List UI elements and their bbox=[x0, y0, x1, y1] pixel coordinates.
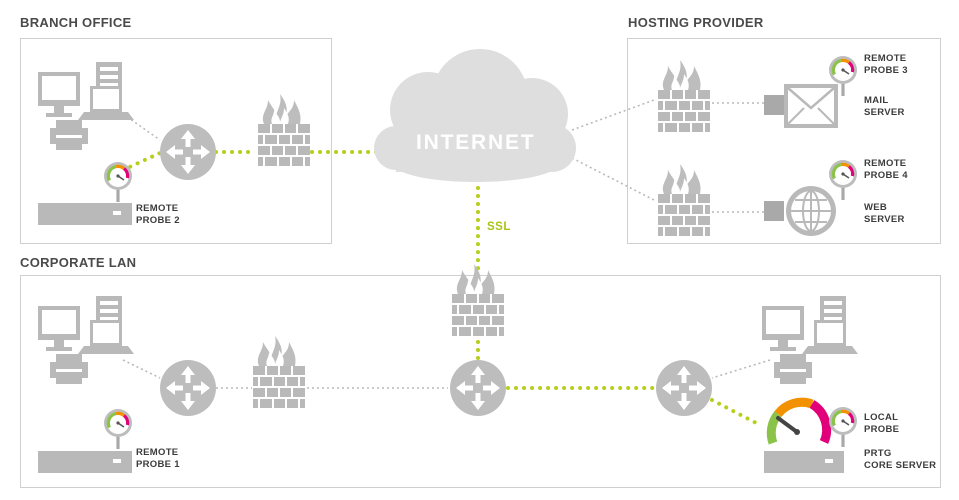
web-server-label: WEB SERVER bbox=[864, 202, 905, 225]
lan-workstation-right-icon bbox=[762, 296, 858, 384]
hosting-provider-box bbox=[627, 38, 941, 244]
lan-workstation-left-icon bbox=[38, 296, 134, 384]
lan-router-right-icon bbox=[656, 360, 712, 416]
lan-firewall-left-icon bbox=[252, 335, 306, 409]
corporate-firewall-icon bbox=[451, 263, 505, 337]
branch-office-title: BRANCH OFFICE bbox=[20, 15, 132, 30]
corporate-lan-title: CORPORATE LAN bbox=[20, 255, 137, 270]
remote-probe-2-server-icon bbox=[38, 203, 132, 225]
branch-office-box bbox=[20, 38, 332, 244]
mail-server-icon bbox=[764, 84, 838, 128]
remote-probe-1-gauge-icon bbox=[102, 407, 134, 451]
mail-server-label: MAIL SERVER bbox=[864, 95, 905, 118]
plain-links bbox=[122, 99, 771, 389]
branch-router-icon bbox=[160, 124, 216, 180]
remote-probe-2-gauge-icon bbox=[102, 160, 134, 204]
remote-probe-2-label: REMOTE PROBE 2 bbox=[136, 203, 180, 226]
secure-links bbox=[121, 150, 762, 427]
remote-probe-4-label: REMOTE PROBE 4 bbox=[864, 158, 908, 181]
ssl-label: SSL bbox=[487, 221, 511, 233]
remote-probe-3-label: REMOTE PROBE 3 bbox=[864, 53, 908, 76]
local-probe-label: LOCAL PROBE bbox=[864, 412, 900, 435]
prtg-core-server-icon bbox=[764, 451, 844, 473]
hosting-firewall-2-icon bbox=[657, 163, 711, 237]
corporate-lan-box bbox=[20, 275, 941, 488]
prtg-gauge-icon bbox=[766, 397, 832, 445]
remote-probe-1-label: REMOTE PROBE 1 bbox=[136, 447, 180, 470]
remote-probe-4-gauge-icon bbox=[827, 158, 859, 202]
branch-workstation-icon bbox=[38, 62, 134, 150]
hosting-provider-title: HOSTING PROVIDER bbox=[628, 15, 764, 30]
lan-router-left-icon bbox=[160, 360, 216, 416]
corporate-router-center-icon bbox=[450, 360, 506, 416]
internet-label: INTERNET bbox=[416, 131, 536, 154]
remote-probe-1-server-icon bbox=[38, 451, 132, 473]
cloud-icon bbox=[374, 49, 576, 182]
prtg-core-server-label: PRTG CORE SERVER bbox=[864, 448, 937, 471]
web-server-icon bbox=[764, 186, 836, 236]
hosting-firewall-1-icon bbox=[657, 59, 711, 133]
branch-firewall-icon bbox=[257, 93, 311, 167]
local-probe-gauge-icon bbox=[827, 405, 859, 449]
